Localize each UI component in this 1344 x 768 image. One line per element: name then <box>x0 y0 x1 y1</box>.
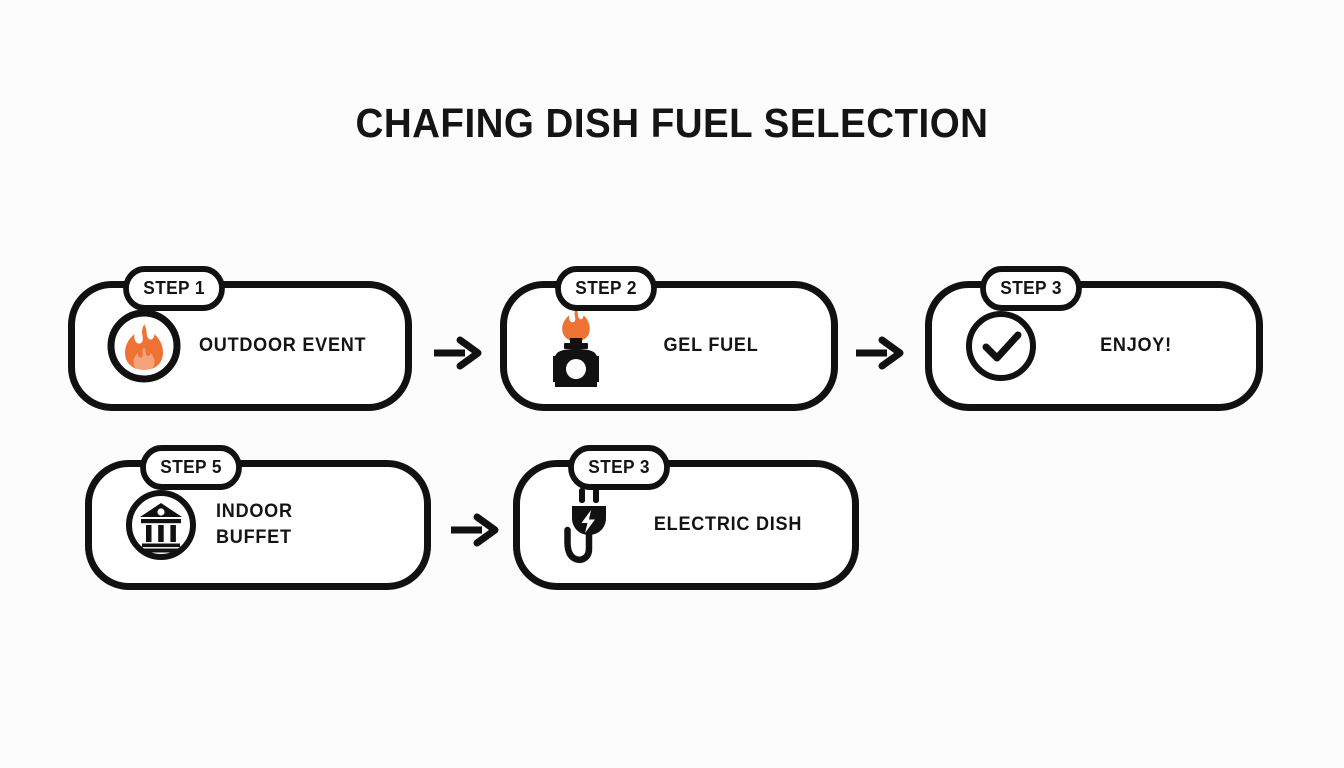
arrow-right-icon <box>430 331 484 375</box>
check-circle-icon <box>960 305 1042 387</box>
page-title: CHAFING DISH FUEL SELECTION <box>355 100 989 146</box>
arrow-right-icon <box>852 331 906 375</box>
card-label: OUTDOOR EVENT <box>199 335 367 357</box>
step-badge: STEP 3 <box>568 445 670 490</box>
step-card-gel-fuel[interactable]: STEP 2 <box>500 266 838 411</box>
fuel-can-icon <box>535 305 617 387</box>
card-label: GEL FUEL <box>663 335 759 357</box>
bank-circle-icon <box>120 484 202 566</box>
step-card-electric-dish[interactable]: STEP 3 ELECTRIC DISH <box>513 445 859 590</box>
card-label: ELECTRIC DISH <box>653 514 803 536</box>
step-card-indoor-buffet[interactable]: STEP 5 INDOOR <box>85 445 431 590</box>
step-card-enjoy[interactable]: STEP 3 ENJOY! <box>925 266 1263 411</box>
step-card-outdoor-event[interactable]: STEP 1 OUTDOOR EVENT <box>68 266 412 411</box>
step-badge: STEP 3 <box>980 266 1082 311</box>
card-label: ENJOY! <box>1100 335 1172 357</box>
card-label: INDOOR BUFFET <box>216 501 293 548</box>
flame-circle-icon <box>103 305 185 387</box>
arrow-right-icon <box>447 508 501 552</box>
step-badge: STEP 2 <box>555 266 657 311</box>
step-badge: STEP 5 <box>140 445 242 490</box>
step-badge: STEP 1 <box>123 266 225 311</box>
power-plug-icon <box>548 484 630 566</box>
